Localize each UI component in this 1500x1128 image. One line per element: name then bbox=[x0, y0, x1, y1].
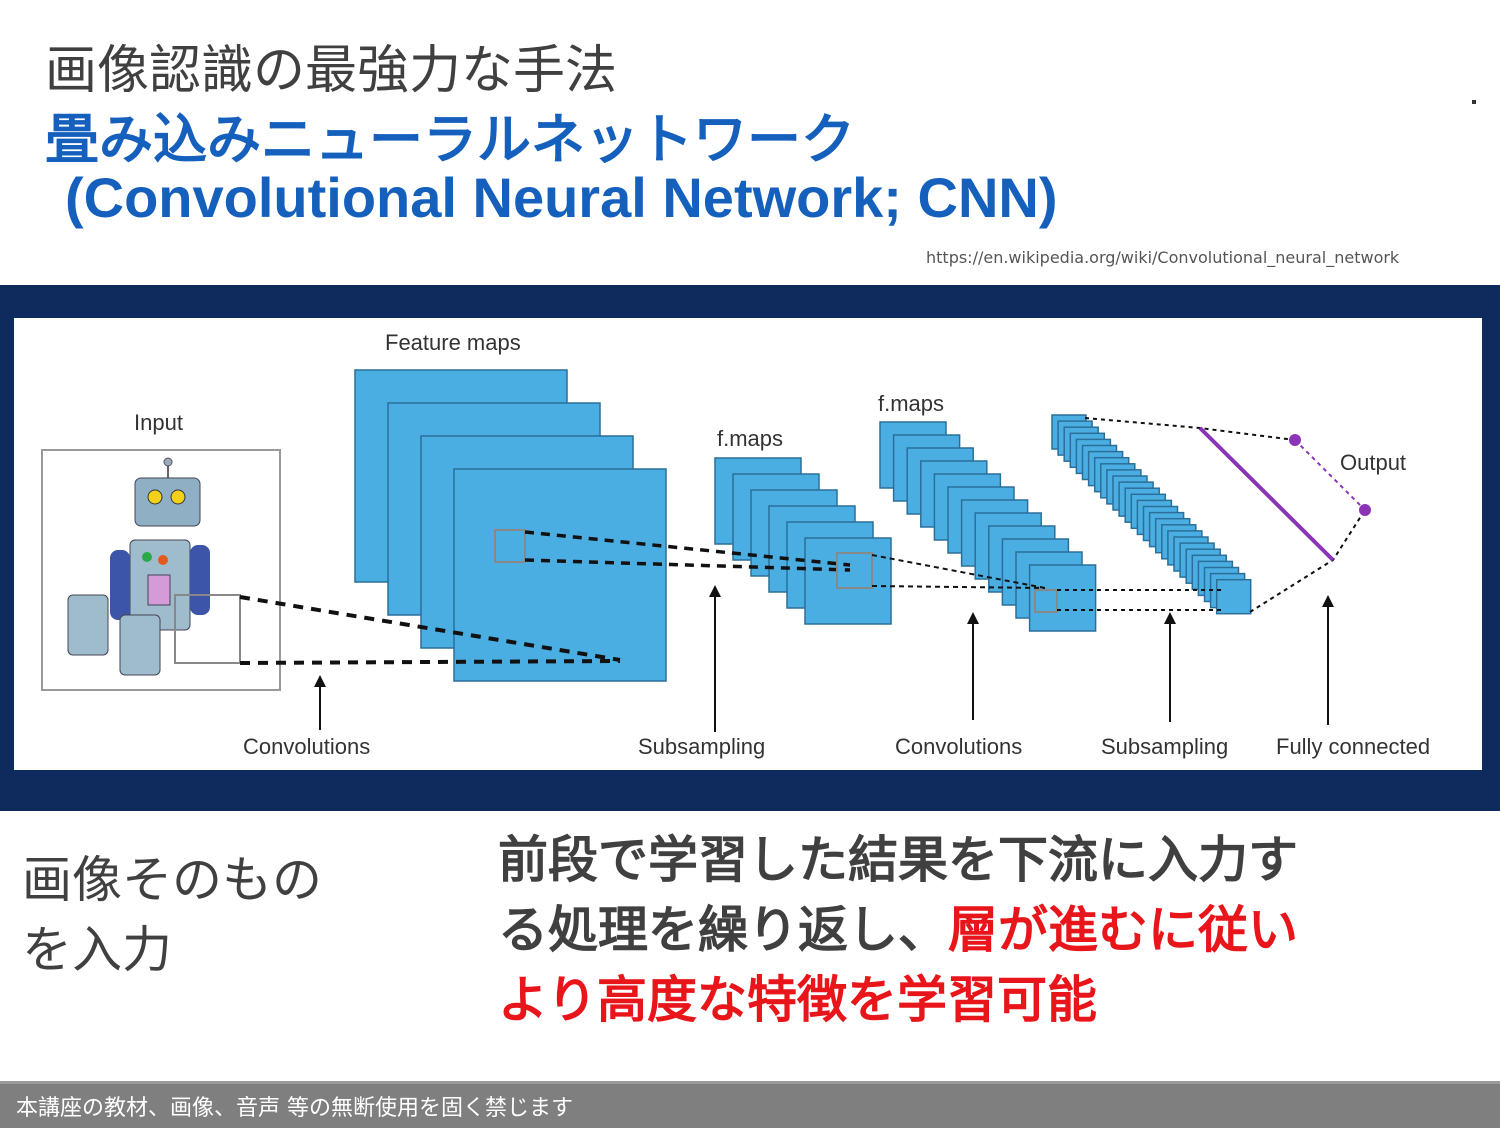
feature-map-stacks bbox=[354, 369, 1252, 682]
arrow-up-icon bbox=[314, 675, 326, 730]
output-node-2 bbox=[1359, 504, 1371, 516]
fmaps-label-2: f.maps bbox=[878, 391, 944, 416]
subsampled-map bbox=[804, 537, 892, 625]
feature-map bbox=[453, 468, 667, 682]
highlight-text: 層が進むに従い bbox=[948, 901, 1298, 959]
input-description-line: を入力 bbox=[22, 921, 172, 979]
feature-maps-label: Feature maps bbox=[385, 330, 521, 355]
input-image bbox=[41, 449, 281, 691]
dot-mark bbox=[1472, 100, 1476, 104]
main-message-text: る処理を繰り返し、 bbox=[498, 901, 948, 959]
highlight-text: より高度な特徴を学習可能 bbox=[498, 971, 1097, 1029]
output-node-1 bbox=[1289, 434, 1301, 446]
copyright-footer: 本講座の教材、画像、音声 等の無断使用を固く禁じます bbox=[0, 1081, 1500, 1128]
conv-map-2 bbox=[1028, 564, 1097, 632]
arrow-up-icon bbox=[967, 612, 979, 720]
arrow-up-icon bbox=[709, 585, 721, 732]
connection-lines bbox=[239, 417, 1366, 665]
stage-label-fully-connected: Fully connected bbox=[1276, 734, 1430, 759]
stage-arrows bbox=[314, 585, 1334, 732]
subsampled-map-2 bbox=[1215, 578, 1252, 615]
stage-label-subsampling-1: Subsampling bbox=[638, 734, 765, 759]
fmaps-label-1: f.maps bbox=[717, 426, 783, 451]
input-description-line: 画像そのもの bbox=[22, 851, 322, 909]
slide-heading: 畳み込みニューラルネットワーク bbox=[45, 108, 855, 171]
main-message-line: 前段で学習した結果を下流に入力す bbox=[498, 831, 1298, 889]
slide-heading-english: (Convolutional Neural Network; CNN) bbox=[65, 166, 1058, 229]
input-label: Input bbox=[134, 410, 183, 435]
stage-label-subsampling-2: Subsampling bbox=[1101, 734, 1228, 759]
slide-title: 画像認識の最強力な手法 bbox=[45, 41, 618, 101]
copyright-text: 本講座の教材、画像、音声 等の無断使用を固く禁じます bbox=[16, 1096, 573, 1121]
output-label: Output bbox=[1340, 450, 1406, 475]
main-message-line: る処理を繰り返し、層が進むに従い bbox=[498, 895, 1298, 965]
stage-label-convolutions-1: Convolutions bbox=[243, 734, 370, 759]
arrow-up-icon bbox=[1164, 612, 1176, 722]
arrow-up-icon bbox=[1322, 595, 1334, 725]
input-description: 画像そのもの を入力 bbox=[22, 845, 322, 985]
main-message: 前段で学習した結果を下流に入力す る処理を繰り返し、層が進むに従い より高度な特… bbox=[498, 825, 1298, 1035]
stage-label-convolutions-2: Convolutions bbox=[895, 734, 1022, 759]
source-link[interactable]: https://en.wikipedia.org/wiki/Convolutio… bbox=[926, 248, 1400, 267]
